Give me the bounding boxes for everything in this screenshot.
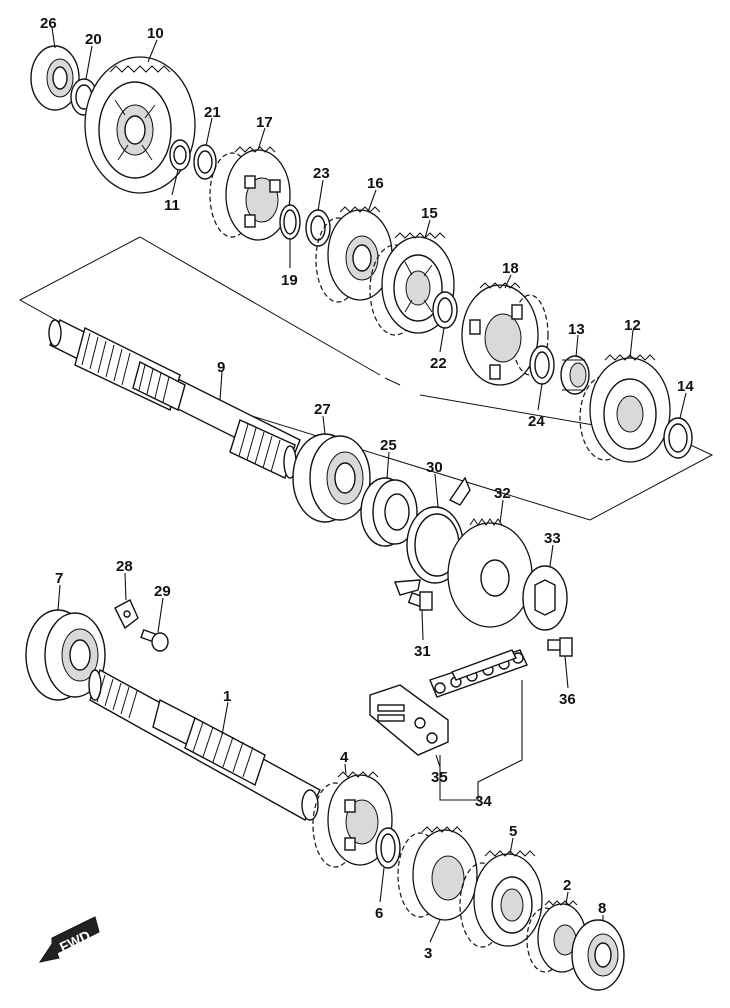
part-label-13: 13: [568, 321, 585, 338]
washer-23: [305, 209, 331, 247]
part-label-5: 5: [509, 823, 517, 840]
washer-22: [432, 291, 458, 329]
part-label-35: 35: [431, 769, 448, 786]
part-label-2: 2: [563, 877, 571, 894]
part-label-25: 25: [380, 437, 397, 454]
washer-14: [663, 417, 693, 459]
screw-29: [140, 628, 169, 652]
gear-10: [84, 56, 196, 194]
part-label-11: 11: [164, 197, 180, 214]
circlip-19: [279, 204, 301, 240]
gear-17: [209, 146, 291, 241]
oil-seal-25: [360, 477, 418, 547]
main-shaft-1: [88, 668, 321, 821]
gear-12: [579, 354, 671, 463]
bolt-36: [547, 637, 573, 657]
leader-lines: [51, 27, 687, 943]
bolt-31: [407, 591, 433, 611]
part-label-9: 9: [217, 359, 225, 376]
gear-16: [315, 206, 393, 303]
part-label-15: 15: [421, 205, 438, 222]
gear-18: [461, 282, 549, 386]
plate-30: [394, 476, 471, 596]
part-label-3: 3: [424, 945, 432, 962]
circlip-6: [375, 827, 401, 869]
part-label-4: 4: [340, 749, 349, 766]
part-label-8: 8: [598, 900, 606, 917]
part-label-28: 28: [116, 558, 133, 575]
part-label-24: 24: [528, 413, 545, 430]
part-label-30: 30: [426, 459, 443, 476]
circlip-24: [529, 345, 555, 385]
gear-3: [397, 826, 478, 921]
gear-5: [459, 850, 543, 948]
part-label-23: 23: [313, 165, 330, 182]
part-label-12: 12: [624, 317, 641, 334]
part-label-32: 32: [494, 485, 511, 502]
part-label-10: 10: [147, 25, 164, 42]
part-label-33: 33: [544, 530, 561, 547]
part-label-34: 34: [475, 793, 492, 810]
part-label-7: 7: [55, 570, 63, 587]
part-label-21: 21: [204, 104, 221, 121]
washer-21: [193, 144, 217, 180]
countershaft-frame-top: [139, 236, 381, 376]
plate-28: [114, 599, 139, 630]
chain-34: [429, 649, 528, 698]
part-label-27: 27: [314, 401, 331, 418]
fwd-label: FWD: [57, 927, 93, 955]
plate-33: [522, 565, 568, 631]
bearing-7: [25, 609, 106, 701]
part-label-6: 6: [375, 905, 383, 922]
part-label-26: 26: [40, 15, 57, 32]
chain-joint-35: [369, 684, 449, 756]
part-label-16: 16: [367, 175, 384, 192]
countershaft-9: [48, 319, 301, 479]
bushing-13: [560, 355, 590, 395]
fwd-arrow-icon: FWD: [38, 916, 100, 963]
bushing-11: [169, 139, 191, 171]
part-label-31: 31: [414, 643, 431, 660]
sprocket-32: [447, 518, 533, 628]
part-label-1: 1: [223, 688, 231, 705]
part-labels: 26 20 10 21 17 11 23 16 15 19 18 22 13 1…: [40, 15, 694, 962]
part-label-19: 19: [281, 272, 298, 289]
part-label-36: 36: [559, 691, 576, 708]
part-label-29: 29: [154, 583, 171, 600]
bearing-8: [571, 919, 625, 991]
part-label-17: 17: [256, 114, 273, 131]
part-label-18: 18: [502, 260, 519, 277]
part-label-14: 14: [677, 378, 694, 395]
bearing-27: [292, 433, 371, 523]
part-label-22: 22: [430, 355, 447, 372]
countershaft-frame: [18, 236, 714, 521]
part-label-20: 20: [85, 31, 102, 48]
